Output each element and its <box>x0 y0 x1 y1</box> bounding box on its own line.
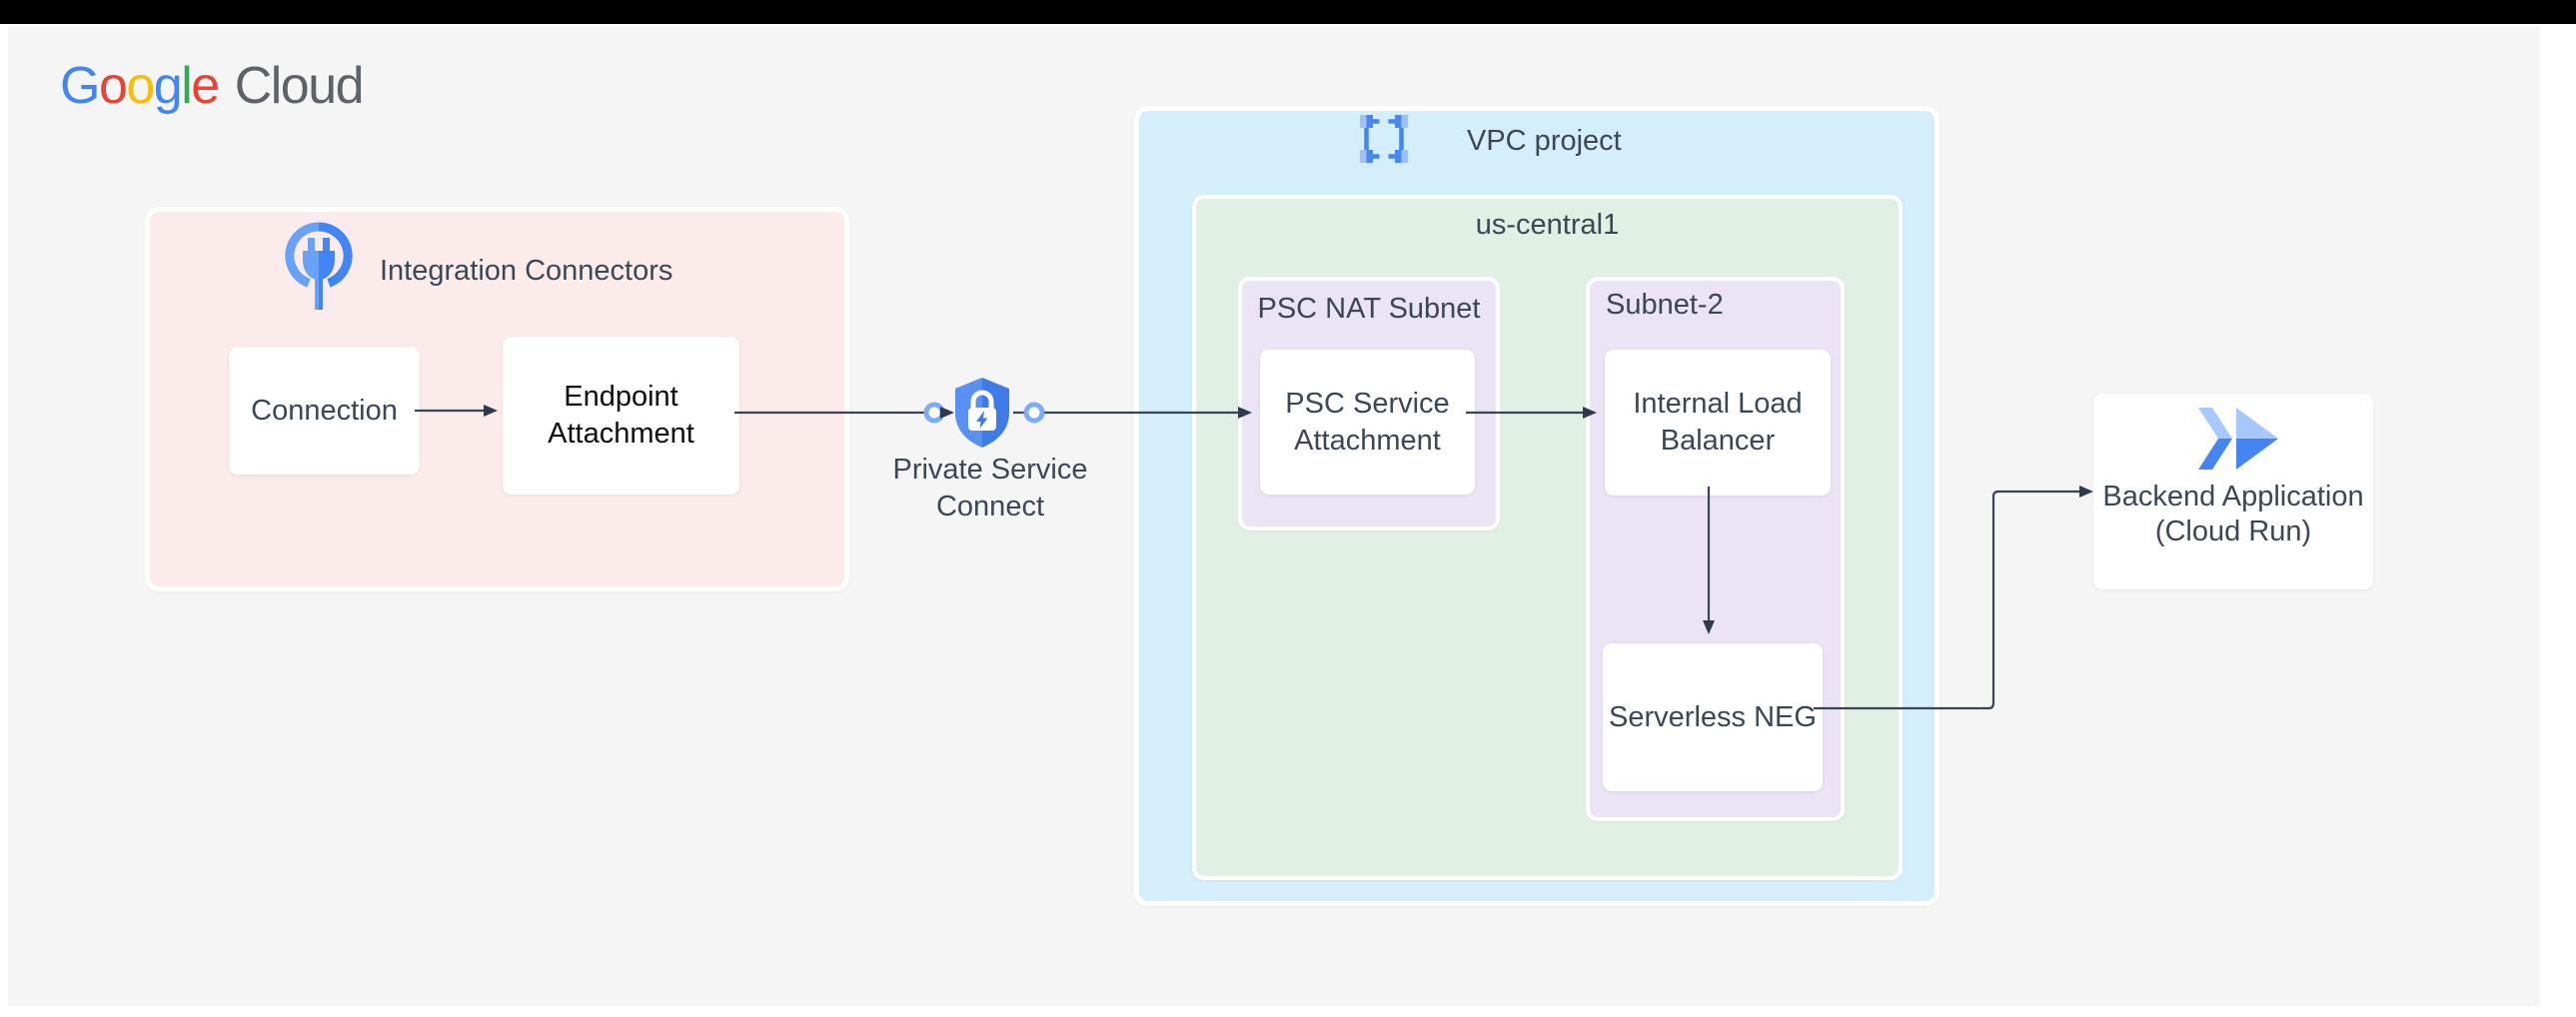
vpc-project-title: VPC project <box>1467 125 1622 157</box>
region-us-central1-container: us-central1 PSC NAT Subnet PSC Service A… <box>1192 195 1903 880</box>
logo-cloud-text: Cloud <box>234 57 365 115</box>
internal-load-balancer-label: Internal Load Balancer <box>1633 388 1803 457</box>
logo-letter: l <box>181 57 193 115</box>
vpc-frame-nodes <box>1360 115 1408 163</box>
integration-connectors-container: Integration Connectors Connection Endpoi… <box>145 207 849 591</box>
private-service-connect-label: Private Service Connect <box>892 454 1088 522</box>
serverless-neg-label: Serverless NEG <box>1609 700 1817 733</box>
logo-letter: e <box>191 57 220 115</box>
endpoint-attachment-label: Endpoint Attachment <box>548 381 694 450</box>
psc-nat-subnet-title: PSC NAT Subnet <box>1257 293 1481 325</box>
internal-load-balancer-node: Internal Load Balancer <box>1605 350 1831 496</box>
connection-label: Connection <box>251 394 398 427</box>
connection-node: Connection <box>229 347 420 475</box>
subnet-2-container: Subnet-2 Internal Load Balancer Serverle… <box>1586 277 1845 821</box>
integration-connectors-title: Integration Connectors <box>380 255 673 287</box>
logo-letter: o <box>126 57 155 115</box>
vpc-project-container: VPC project us-central1 PSC NAT Subnet P… <box>1134 106 1939 906</box>
psc-service-attachment-node: PSC Service Attachment <box>1260 350 1475 495</box>
logo-letter: o <box>98 57 128 115</box>
region-title: us-central1 <box>1475 209 1620 241</box>
vpc-frame-icon <box>1360 115 1408 163</box>
backend-application-node: Backend Application (Cloud Run) <box>2093 394 2373 589</box>
cloud-run-icon <box>2198 408 2278 470</box>
logo-letter: G <box>60 57 100 115</box>
logo-letter: g <box>153 57 183 115</box>
psc-service-attachment-label: PSC Service Attachment <box>1285 387 1450 457</box>
psc-nat-subnet-container: PSC NAT Subnet PSC Service Attachment <box>1238 277 1500 530</box>
vpc-frame-edges <box>1364 119 1404 159</box>
plug-icon <box>285 222 353 310</box>
window-top-bar <box>0 0 2576 24</box>
backend-application-label: Backend Application (Cloud Run) <box>2102 481 2364 547</box>
serverless-neg-node: Serverless NEG <box>1603 643 1823 791</box>
endpoint-attachment-node: Endpoint Attachment <box>503 337 739 495</box>
subnet-2-title: Subnet-2 <box>1606 289 1724 321</box>
